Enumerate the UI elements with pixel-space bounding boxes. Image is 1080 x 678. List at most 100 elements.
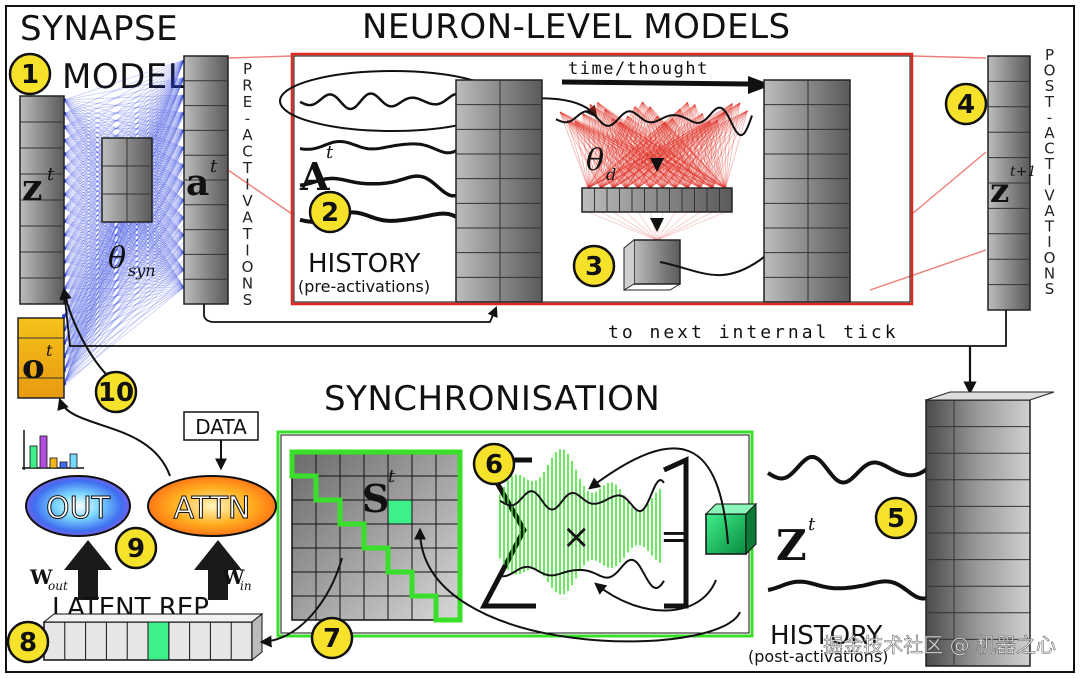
step-badge [572, 244, 616, 288]
vertical-label-char: A [1044, 202, 1055, 220]
histogram-icon [22, 430, 84, 470]
vertical-label-char: S [1045, 280, 1056, 298]
vertical-label-char: E [243, 93, 253, 111]
synapse-title-line1: SYNAPSE [20, 9, 178, 49]
history-pre-label: HISTORY [308, 249, 420, 279]
Z-t-superscript: t [808, 514, 816, 535]
z-t1-superscript: t+1 [1010, 164, 1036, 180]
time-arrow-shaft [561, 79, 749, 87]
attn-to-output-arrow [57, 397, 171, 477]
vertical-label-char: P [1045, 46, 1055, 64]
vertical-label-char: I [1047, 233, 1052, 251]
up-arrow-in [194, 540, 242, 600]
sync-cube-to-sum-arrow [588, 447, 729, 545]
vertical-label-char: T [1044, 155, 1055, 173]
time-arrow-head [748, 76, 772, 94]
step-badge-number: 2 [321, 198, 339, 228]
step-badge [874, 496, 918, 540]
z-t-label: z [22, 167, 42, 209]
equals-symbol: = [660, 516, 690, 557]
z-t1-label: z [990, 171, 1009, 211]
nlm-projection-lines [227, 55, 987, 291]
out-ellipse [25, 475, 131, 537]
pre-history-column [455, 79, 543, 303]
times-symbol: × [562, 517, 591, 557]
o-t-superscript: t [46, 341, 53, 360]
latent-rep-bar [42, 612, 264, 662]
step-badge [8, 52, 52, 96]
vertical-label-char: C [1044, 140, 1055, 158]
sync-wave-bottom [499, 558, 665, 590]
step-badge-number: 10 [98, 378, 134, 408]
a-t-label: a [186, 162, 209, 204]
vertical-label-char: C [242, 143, 253, 161]
time-thought-label: time/thought [568, 59, 709, 79]
a-t-superscript: t [210, 156, 218, 177]
sync-bottom-arrow [594, 579, 717, 612]
z-t1-column [987, 55, 1031, 311]
history-post-sublabel: (post-activations) [748, 647, 888, 666]
sync-selected-cell [387, 499, 413, 525]
data-label: DATA [195, 415, 247, 439]
step-badge-number: 4 [957, 90, 975, 120]
step-badge [308, 190, 352, 234]
next-tick-arrow [59, 287, 1007, 347]
theta-d-layer [581, 187, 733, 213]
vertical-label-char: V [1044, 186, 1055, 204]
out-label: OUT [46, 491, 111, 526]
step-badge [6, 620, 50, 664]
vertical-label-char: N [1044, 264, 1056, 282]
neuron-output-cube [623, 239, 681, 291]
z-t-column [19, 95, 65, 305]
post-history-column [925, 391, 1055, 667]
step-badge-number: 5 [887, 504, 905, 534]
theta-d-label: θ [586, 143, 604, 178]
sync-result-cube [704, 502, 758, 556]
vertical-label-char: I [245, 176, 250, 194]
S-t-superscript: t [388, 466, 396, 487]
synapse-hidden-block [101, 137, 153, 223]
watermark: 掘金技术社区 @ 机器之心 [823, 633, 1056, 657]
step-badge-number: 7 [323, 624, 341, 654]
w-out-subscript: out [48, 579, 68, 593]
sync-matrix-grid [291, 451, 461, 621]
nlm-frame [290, 52, 914, 306]
arrow-down-icon [650, 218, 664, 232]
step-badge-number: 3 [585, 252, 603, 282]
history-pre-sublabel: (pre-activations) [298, 277, 430, 296]
vertical-label-char: - [1047, 108, 1053, 126]
step-badge [944, 82, 988, 126]
step-badge [94, 370, 138, 414]
vertical-label-char: A [1044, 124, 1055, 142]
theta-syn-label: θ [108, 241, 126, 276]
vertical-label-char: T [242, 159, 253, 177]
vertical-label-char: V [242, 192, 253, 210]
data-input-box [183, 411, 259, 441]
vertical-label-char: T [1044, 93, 1055, 111]
outer-frame [5, 5, 1075, 673]
a-t-column [183, 55, 229, 305]
post-column-nlm [763, 79, 851, 303]
w-out-label: W [29, 565, 53, 589]
next-tick-label: to next internal tick [608, 322, 899, 343]
vertical-label-char: - [245, 110, 251, 128]
A-t-superscript: t [326, 142, 334, 163]
w-in-label: W [221, 565, 245, 589]
step-badge [114, 526, 158, 570]
vertical-label-char: T [242, 225, 253, 243]
synapse-connections [62, 59, 185, 387]
attn-label: ATTN [174, 491, 251, 526]
arrow-down-icon [650, 158, 664, 172]
vertical-label-char: R [242, 77, 253, 95]
theta-d-subscript: d [606, 165, 616, 184]
vertical-label-char: N [242, 275, 254, 293]
sync-wave-top [499, 478, 665, 513]
vertical-label-char: O [1044, 249, 1057, 267]
sync-to-latent-arrow [259, 557, 343, 648]
sync-upper-triangle-outline [289, 449, 463, 623]
nlm-frame-inner [293, 55, 911, 303]
w-in-subscript: in [240, 579, 252, 593]
